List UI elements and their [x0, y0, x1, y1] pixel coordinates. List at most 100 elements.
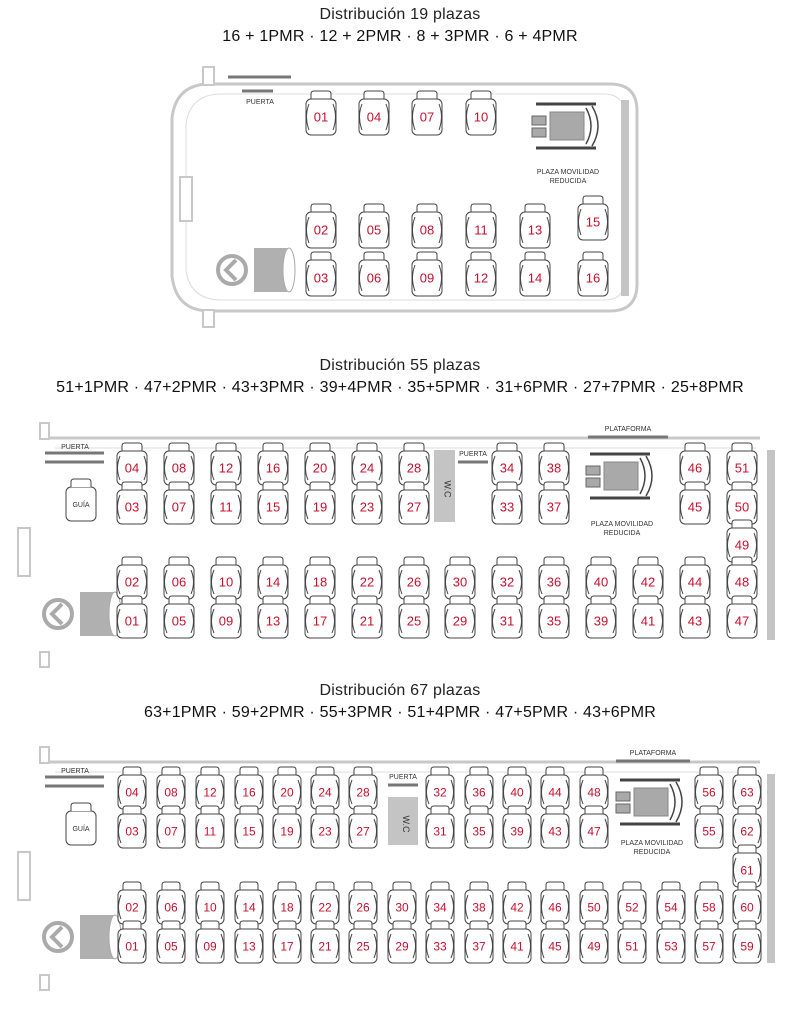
seat-headrest — [545, 766, 565, 775]
seat-headrest — [661, 881, 681, 890]
seat-armrest-right — [471, 608, 475, 634]
seat-number: 53 — [664, 939, 678, 953]
steering-wheel-icon — [216, 254, 248, 286]
seat-headrest — [353, 805, 373, 814]
seat-headrest — [637, 556, 659, 565]
steering-wheel-spoke — [223, 258, 238, 282]
seat-headrest — [731, 556, 753, 565]
seat-number: 46 — [548, 900, 562, 914]
seat-armrest-right — [565, 894, 569, 920]
seat-headrest — [200, 805, 220, 814]
seat-armrest-right — [604, 933, 608, 959]
seat-number: 19 — [280, 824, 294, 838]
seat: 43 — [540, 805, 570, 849]
bus2-mirror-top — [39, 422, 50, 440]
seat-armrest-left — [541, 894, 545, 920]
seat-headrest — [470, 251, 492, 260]
seat-headrest — [416, 251, 438, 260]
seat-armrest-left — [211, 494, 215, 520]
seat-headrest — [215, 481, 237, 490]
seat-headrest — [731, 481, 753, 490]
seat-armrest-right — [331, 608, 335, 634]
seat: 16 — [234, 766, 264, 810]
seat-number: 04 — [125, 785, 139, 799]
seat-armrest-left — [359, 264, 363, 292]
seat-armrest-left — [503, 779, 507, 805]
seat-armrest-right — [527, 933, 531, 959]
seat-armrest-right — [706, 494, 710, 520]
seat-number: 41 — [510, 939, 524, 953]
seat-armrest-left — [399, 494, 403, 520]
seat: 24 — [310, 766, 340, 810]
seat-number: 36 — [472, 785, 486, 799]
seat-armrest-right — [378, 455, 382, 481]
seat: 29 — [387, 920, 417, 964]
seat-headrest — [122, 881, 142, 890]
seat-number: 59 — [740, 939, 754, 953]
seat-armrest-right — [259, 779, 263, 805]
seat-armrest-right — [425, 494, 429, 520]
seat-armrest-left — [352, 569, 356, 595]
seat-number: 32 — [500, 575, 514, 590]
seat: 01 — [305, 90, 337, 136]
seat-headrest — [507, 766, 527, 775]
seat-number: 37 — [547, 500, 561, 515]
seat-headrest — [121, 442, 143, 451]
seat-number: 24 — [360, 461, 374, 476]
seat-armrest-left — [258, 608, 262, 634]
seat-headrest — [507, 920, 527, 929]
bus2-pmr-label-1: PLAZA MOVILIDAD — [591, 521, 653, 528]
seat-armrest-left — [733, 779, 737, 805]
seat-armrest-left — [305, 569, 309, 595]
seat-number: 05 — [164, 939, 178, 953]
seat-armrest-right — [220, 779, 224, 805]
seat-armrest-left — [349, 818, 353, 844]
seat-armrest-right — [142, 779, 146, 805]
wheelchair-icon — [531, 102, 599, 150]
seat-armrest-left — [466, 264, 470, 292]
seat-number: 32 — [433, 785, 447, 799]
seat: 62 — [732, 805, 762, 849]
seat-armrest-left — [520, 216, 524, 244]
seat-armrest-left — [352, 608, 356, 634]
seat-number: 13 — [528, 223, 542, 238]
seat-armrest-left — [117, 455, 121, 481]
seat-headrest — [582, 251, 604, 260]
seat-headrest — [584, 805, 604, 814]
seat-headrest — [353, 920, 373, 929]
seat-headrest — [200, 766, 220, 775]
seat: 12 — [465, 251, 497, 297]
seat-headrest — [277, 805, 297, 814]
seat-armrest-right — [237, 608, 241, 634]
seat-number: 47 — [587, 824, 601, 838]
seat-armrest-left — [695, 894, 699, 920]
seat-armrest-right — [659, 569, 663, 595]
seat-number: 47 — [735, 614, 749, 629]
seat-armrest-left — [578, 208, 582, 236]
seat-armrest-right — [425, 569, 429, 595]
seat-armrest-right — [331, 569, 335, 595]
seat-armrest-left — [465, 818, 469, 844]
seat-armrest-right — [220, 933, 224, 959]
seat-armrest-left — [466, 103, 470, 131]
wheelchair-foot-2 — [531, 127, 547, 138]
seat-armrest-left — [118, 894, 122, 920]
seat-armrest-left — [117, 608, 121, 634]
bus3-guide-seat: GUÍA — [65, 802, 97, 846]
seat: 11 — [195, 805, 225, 849]
seat-armrest-left — [305, 608, 309, 634]
seat: 08 — [156, 766, 186, 810]
seat: 15 — [577, 195, 609, 241]
seat-headrest — [310, 90, 332, 99]
bus1-pmr-label-1: PLAZA MOVILIDAD — [537, 169, 599, 176]
seat-armrest-left — [727, 532, 731, 558]
seat: 38 — [464, 881, 494, 925]
seat-armrest-right — [190, 494, 194, 520]
seat-number: 13 — [242, 939, 256, 953]
seat-headrest — [684, 556, 706, 565]
seat-headrest — [215, 442, 237, 451]
seat-number: 56 — [702, 785, 716, 799]
seat: 14 — [257, 556, 289, 600]
seat-armrest-left — [492, 569, 496, 595]
seat: 47 — [726, 595, 758, 639]
